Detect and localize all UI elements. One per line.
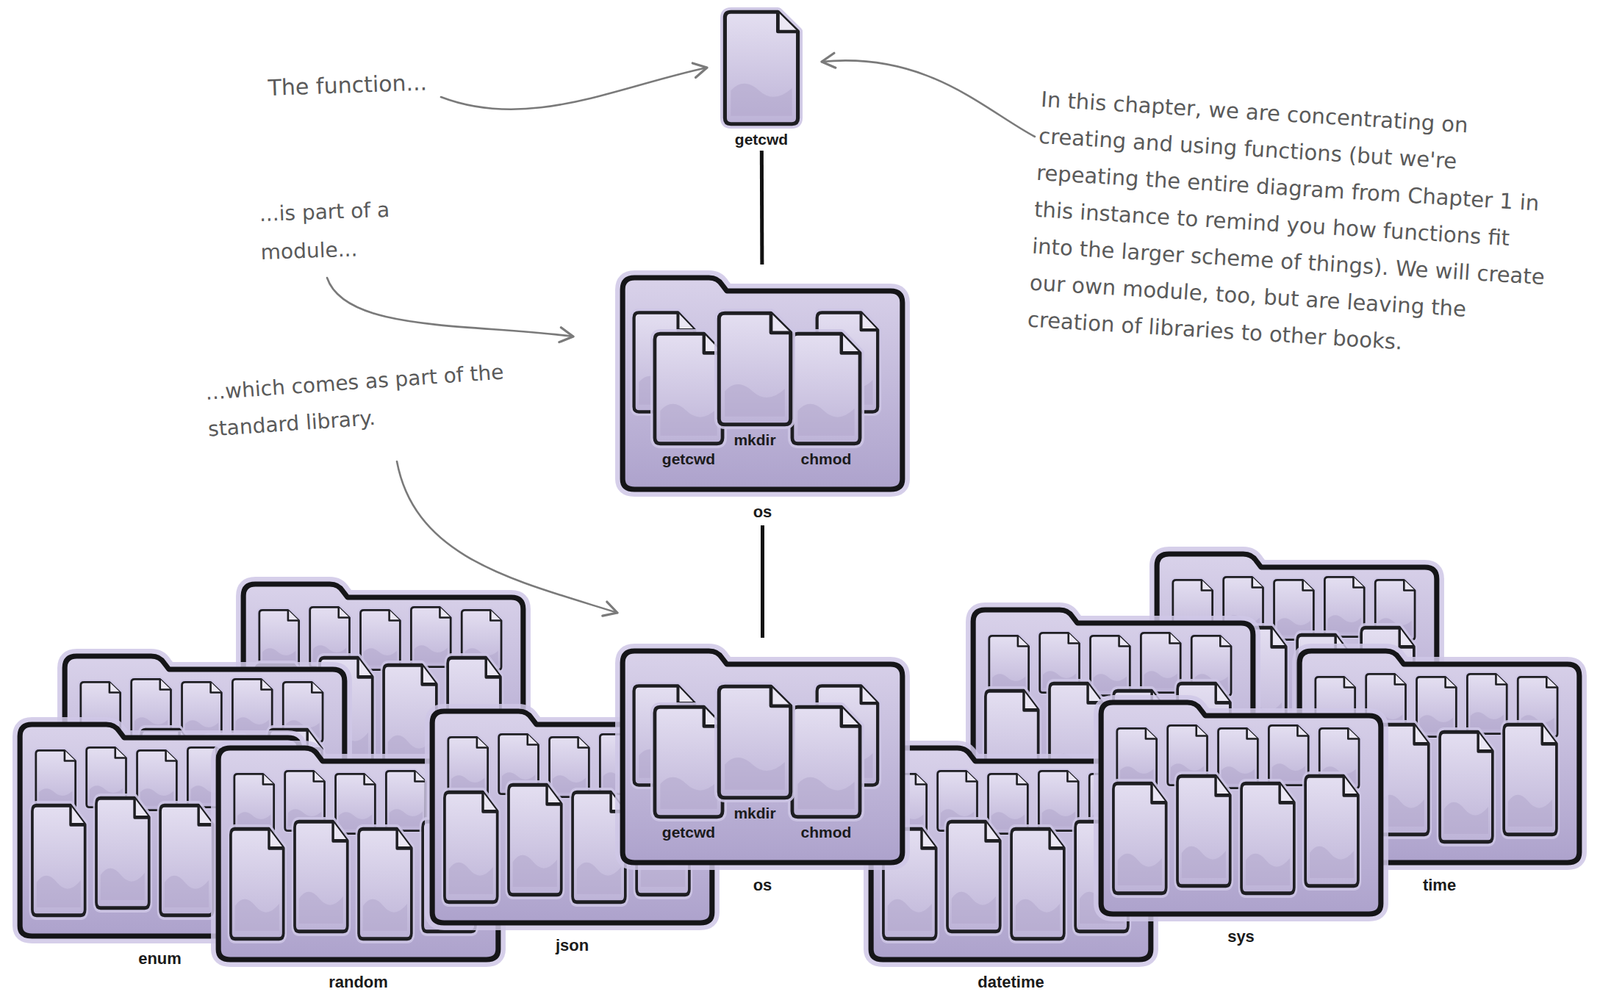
module-folder: sys xyxy=(1092,689,1390,951)
module-name: enum xyxy=(138,950,182,968)
file-icon xyxy=(714,682,796,803)
module-name: json xyxy=(555,937,589,955)
file-icon xyxy=(787,702,865,822)
label-strip: sys xyxy=(1077,924,1405,951)
label-strip: mkdir xyxy=(699,429,810,452)
annotation-note: ...which comes as part of the standard l… xyxy=(204,353,514,449)
module-name: os xyxy=(753,503,773,522)
connector-line xyxy=(760,525,765,638)
shape-outline xyxy=(1299,651,1580,863)
label-strip: json xyxy=(408,933,736,960)
file-icon xyxy=(714,308,796,430)
shape-outline xyxy=(622,277,903,490)
function-name: chmod xyxy=(801,823,852,841)
shape-outline xyxy=(622,651,903,863)
label-strip: getcwd xyxy=(635,821,742,844)
module-folder: os getcwd mkdir chmod xyxy=(613,264,912,526)
function-file: getcwd xyxy=(720,7,803,151)
module-name: sys xyxy=(1227,928,1255,946)
leader-arrow xyxy=(440,67,708,110)
function-name: getcwd xyxy=(662,450,716,468)
module-name: os xyxy=(753,876,773,895)
function-file: mkdir xyxy=(714,308,796,452)
label-strip: os xyxy=(598,873,927,899)
leader-arrow xyxy=(396,461,618,613)
shape-outline xyxy=(724,11,798,124)
function-name: getcwd xyxy=(734,130,788,148)
shape-outline xyxy=(792,333,860,444)
label-strip: random xyxy=(194,970,522,996)
label-strip: getcwd xyxy=(635,448,742,471)
leader-arrow xyxy=(821,60,1035,137)
module-name: datetime xyxy=(977,973,1044,992)
label-strip: os xyxy=(598,499,927,526)
shape-outline xyxy=(1100,702,1381,915)
label-strip: datetime xyxy=(847,970,1175,996)
annotation-note: ...is part of a module... xyxy=(258,188,452,272)
function-name: getcwd xyxy=(662,823,716,841)
shape-outline xyxy=(792,707,860,818)
annotation-note: In this chapter, we are concentrating on… xyxy=(1026,80,1556,369)
shape-outline xyxy=(718,313,791,425)
file-icon xyxy=(720,7,803,129)
label-strip: getcwd xyxy=(705,128,818,151)
function-file: chmod xyxy=(787,329,865,471)
shape-outline xyxy=(654,707,723,818)
leader-arrow xyxy=(327,277,574,337)
function-name: chmod xyxy=(801,450,852,468)
connector-line xyxy=(759,150,765,265)
shape-outline xyxy=(718,686,791,799)
module-name: time xyxy=(1422,876,1456,895)
shape-outline xyxy=(654,333,723,444)
file-icon xyxy=(787,329,865,449)
folder-icon xyxy=(1092,689,1390,925)
label-strip: chmod xyxy=(773,821,880,844)
module-name: random xyxy=(328,973,389,992)
annotation-note: The function... xyxy=(267,65,504,103)
label-strip: mkdir xyxy=(699,802,810,825)
function-name: mkdir xyxy=(733,431,776,449)
function-file: mkdir xyxy=(714,682,796,825)
function-file: chmod xyxy=(787,702,865,844)
label-strip: chmod xyxy=(773,448,880,471)
function-name: mkdir xyxy=(733,804,776,822)
module-folder: os getcwd mkdir chmod xyxy=(613,637,912,899)
